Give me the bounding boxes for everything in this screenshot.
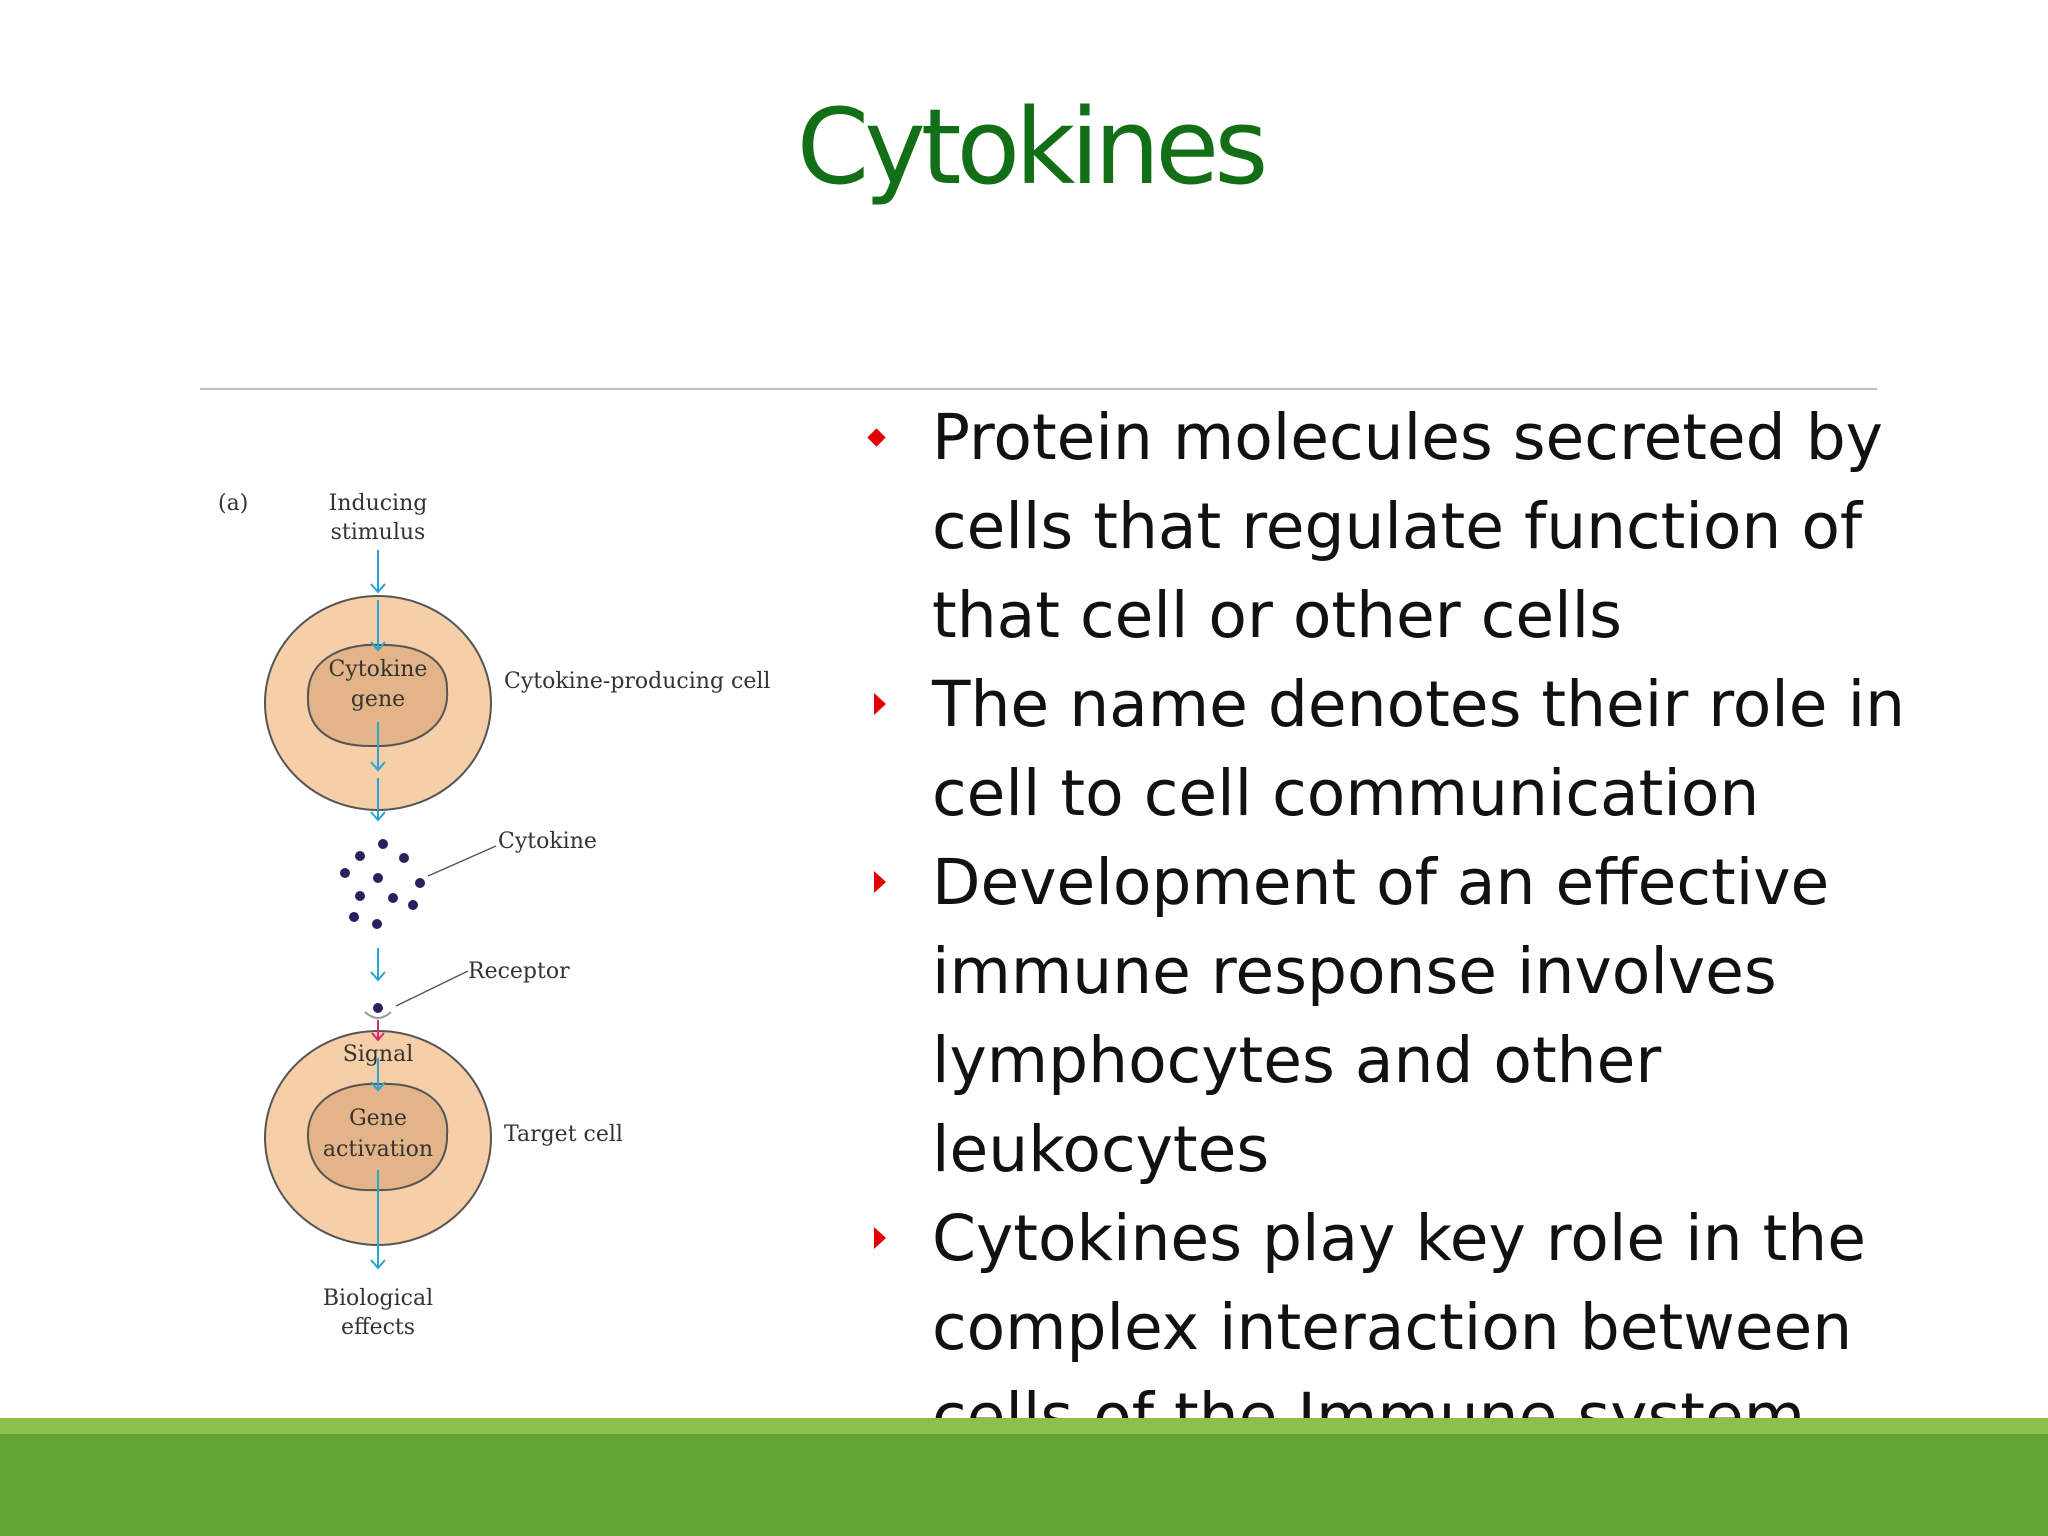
slide-title: Cytokines: [796, 86, 1269, 208]
triangle-bullet-icon: [874, 1227, 886, 1249]
title-divider: [200, 388, 1877, 390]
bullet-line: Development of an effective: [932, 846, 1830, 919]
triangle-bullet-icon: [874, 871, 886, 893]
gene-activation-label-line1: Gene: [349, 1106, 407, 1131]
cytokine-gene-label-line2: gene: [351, 687, 405, 712]
bullet-line: immune response involves: [932, 935, 1777, 1008]
biological-effects-label-line2: effects: [341, 1315, 415, 1340]
bullet-line: Cytokines play key role in the: [932, 1202, 1866, 1275]
bullet-item: Development of an effective immune respo…: [850, 838, 2040, 1194]
leader-lines: [395, 845, 497, 1007]
bullet-item: Protein molecules secreted by cells that…: [850, 393, 2040, 660]
bullet-item: The name denotes their role in cell to c…: [850, 660, 2040, 838]
signal-arrow: [371, 1020, 385, 1042]
producing-nucleus: [306, 643, 449, 748]
cytokine-label: Cytokine: [498, 829, 597, 854]
bullet-line: complex interaction between: [932, 1291, 1853, 1364]
cytokine-gene-label-line1: Cytokine: [329, 657, 428, 682]
bullet-line: cell to cell communication: [932, 757, 1760, 830]
receptor: [364, 1011, 392, 1019]
inducing-stimulus-label-line1: Inducing: [329, 491, 428, 516]
bullet-line: lymphocytes and other: [932, 1024, 1662, 1097]
flow-arrows: [370, 550, 386, 1270]
target-nucleus: [306, 1082, 449, 1192]
bullet-list: Protein molecules secreted by cells that…: [850, 393, 2040, 1461]
cytokine-molecules: [340, 839, 425, 929]
bullet-line: Protein molecules secreted by: [932, 401, 1883, 474]
receptor-label: Receptor: [468, 959, 570, 984]
bullet-line: leukocytes: [932, 1113, 1270, 1186]
receptor-bound-cytokine: [373, 1003, 383, 1013]
footer-band: [0, 1434, 2048, 1536]
diamond-bullet-icon: [867, 428, 886, 447]
biological-effects-label-line1: Biological: [323, 1286, 433, 1311]
panel-label: (a): [218, 491, 248, 516]
cytokine-diagram: (a) Inducing stimulus Cytokine gene Cyto…: [200, 450, 840, 1370]
producing-cell-label: Cytokine-producing cell: [504, 669, 770, 694]
bullet-line: cells that regulate function of: [932, 490, 1863, 563]
gene-activation-label-line2: activation: [323, 1137, 433, 1162]
bullet-line: The name denotes their role in: [932, 668, 1906, 741]
triangle-bullet-icon: [874, 693, 886, 715]
bullet-line: that cell or other cells: [932, 579, 1622, 652]
inducing-stimulus-label-line2: stimulus: [331, 520, 426, 545]
target-cell-label: Target cell: [504, 1122, 623, 1147]
signal-label: Signal: [343, 1042, 414, 1067]
diagram-svg: (a) Inducing stimulus Cytokine gene Cyto…: [218, 491, 770, 1340]
footer-band-highlight: [0, 1418, 2048, 1434]
